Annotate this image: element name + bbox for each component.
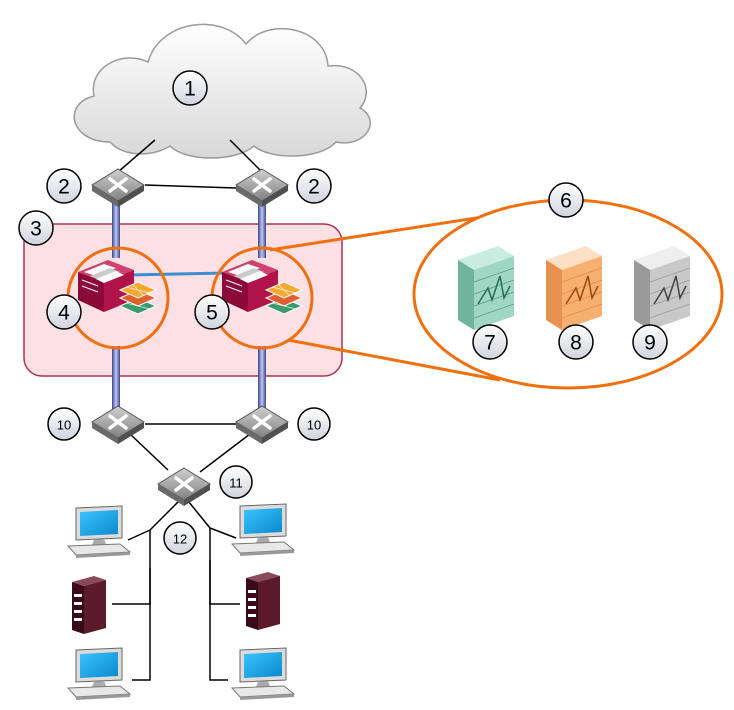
svg-text:10: 10	[307, 418, 321, 433]
callout-9: 9	[632, 324, 668, 360]
server-left-icon	[72, 576, 106, 634]
failover-link	[127, 271, 227, 277]
workstation-top-right-icon	[231, 503, 295, 557]
svg-text:5: 5	[206, 302, 218, 325]
workstation-bottom-right-icon	[231, 647, 295, 701]
svg-text:6: 6	[560, 190, 572, 213]
upper-switch-left-icon	[90, 167, 146, 209]
svg-text:2: 2	[58, 176, 70, 199]
svg-text:10: 10	[57, 418, 71, 433]
callout-5: 5	[194, 294, 230, 330]
trunk-links	[112, 198, 266, 410]
callout-4: 4	[46, 294, 82, 330]
upper-links	[117, 139, 263, 189]
callout-10-right: 10	[297, 407, 331, 441]
svg-text:12: 12	[173, 532, 187, 547]
svg-text:7: 7	[484, 332, 496, 355]
callout-1: 1	[172, 70, 208, 106]
context-firewall-orange-icon	[546, 246, 603, 330]
context-firewall-teal-icon	[458, 246, 515, 330]
callout-7: 7	[472, 324, 508, 360]
svg-text:11: 11	[229, 476, 243, 491]
internet-cloud-icon	[73, 23, 371, 159]
callout-11: 11	[219, 465, 253, 499]
lower-links	[112, 423, 251, 681]
callout-3: 3	[18, 210, 54, 246]
svg-text:3: 3	[30, 218, 42, 241]
svg-text:4: 4	[58, 302, 70, 325]
context-firewall-gray-icon	[634, 246, 691, 330]
svg-text:9: 9	[644, 332, 656, 355]
server-right-icon	[246, 572, 280, 630]
callout-6: 6	[548, 182, 584, 218]
workstation-top-left-icon	[67, 505, 131, 559]
callout-10-left: 10	[47, 407, 81, 441]
callout-8: 8	[558, 324, 594, 360]
callout-2-right: 2	[296, 168, 332, 204]
callout-2-left: 2	[46, 168, 82, 204]
upper-switch-right-icon	[234, 167, 290, 209]
workstation-bottom-left-icon	[67, 647, 131, 701]
lower-switch-left-icon	[90, 404, 146, 446]
svg-text:1: 1	[184, 78, 196, 101]
svg-text:2: 2	[308, 176, 320, 199]
access-switch-icon	[156, 466, 212, 508]
callout-12: 12	[163, 521, 197, 555]
svg-text:8: 8	[570, 332, 582, 355]
